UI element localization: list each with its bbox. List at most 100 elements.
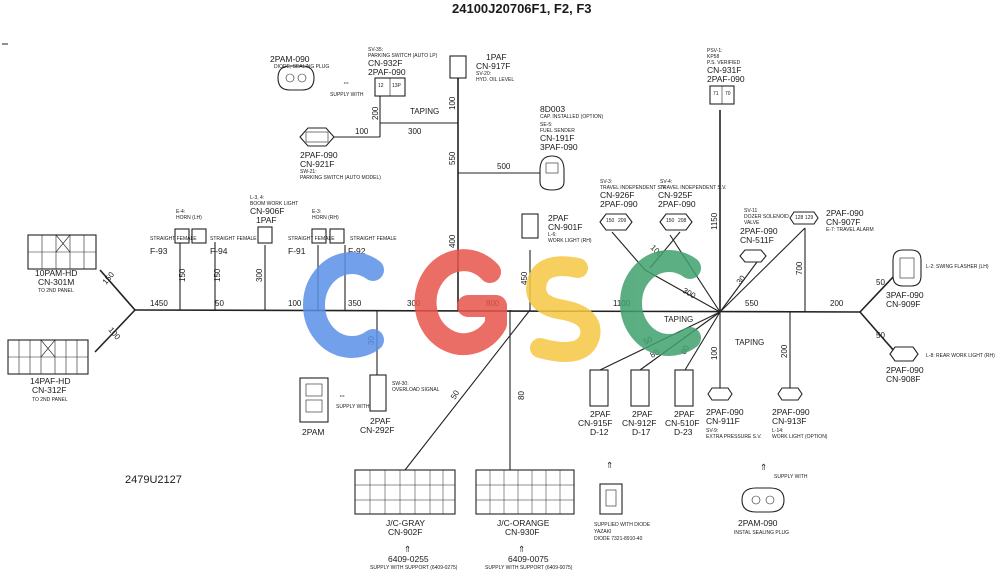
cn906f-cn: CN-906F — [250, 206, 284, 216]
cn901f-name: WORK LIGHT (RH) — [548, 238, 592, 244]
cn907f-p2: 129 — [805, 215, 814, 221]
e3-f91: F-91 — [288, 246, 306, 256]
cn301m-id: CN-301M — [38, 277, 74, 287]
cn931f-p1: 71 — [713, 91, 719, 97]
connector-2pam-090-bottom: ⇑ SUPPLY WITH 2PAM-090 INSTAL SEALING PL… — [734, 462, 808, 536]
cn925f-type: 2PAF-090 — [658, 199, 696, 209]
cn913f-name: WORK LIGHT (OPTION) — [772, 434, 828, 440]
cn312f-id: CN-312F — [32, 385, 66, 395]
len-a1450: 1450 — [150, 299, 168, 308]
double-arrow-icon-2: ⇔ — [338, 390, 347, 400]
cn911f-id: SV-9: — [706, 428, 718, 434]
cn932f-p1: 12 — [378, 83, 384, 89]
cn511f-cn: CN-511F — [740, 235, 774, 245]
cn921f-cn: CN-921F — [300, 159, 334, 169]
cn925f-p2: 208 — [678, 218, 687, 224]
len-b550: 550 — [448, 151, 457, 165]
cn917f-id: SV-20: — [476, 71, 491, 77]
cn913f-id: L-14: — [772, 428, 783, 434]
e4-f93-type: STRAIGHT FEMALE — [150, 236, 197, 242]
cn932f-p2: 13P — [392, 83, 402, 89]
len-b700: 700 — [795, 261, 804, 275]
connector-cn925f: 150 208 SV-4: TRAVEL INDEPENDENT S.V. CN… — [658, 179, 726, 231]
jc-gray-cn: CN-902F — [388, 527, 422, 537]
cn926f-type: 2PAF-090 — [600, 199, 638, 209]
cn931f-id: PSV-1: — [707, 48, 723, 54]
cn292f-type: 2PAF — [370, 416, 391, 426]
cn926f-id: SV-3: — [600, 179, 612, 185]
e3-f91-type: STRAIGHT FEMALE — [288, 236, 335, 242]
len-taping2: TAPING — [735, 338, 764, 347]
cn908f-type: 2PAF-090 — [886, 365, 924, 375]
cn917f-name: HYD. OIL LEVEL — [476, 77, 514, 83]
jc-orange-cn: CN-930F — [505, 527, 539, 537]
jc-gray-name: J/C-GRAY — [386, 518, 425, 528]
cn909f-type: 3PAF-090 — [886, 290, 924, 300]
connector-cn511f: SV-11 DOZER SOLENOID VALVE 2PAF-090 CN-5… — [739, 208, 789, 263]
cn913f-cn: CN-913F — [772, 416, 806, 426]
pam090a-type: 2PAM-090 — [270, 54, 310, 64]
connector-cn932f: 12 13P SV-35: PARKING SWITCH (AUTO LP) C… — [368, 47, 438, 97]
cn907f-type: 2PAF-090 — [826, 208, 864, 218]
connector-cn921f: 2PAF-090 CN-921F SW-21: PARKING SWITCH (… — [299, 127, 381, 181]
cn931f-type: 2PAF-090 — [707, 74, 745, 84]
pam090b-type: 2PAM-090 — [738, 518, 778, 528]
cn932f-cn: CN-932F — [368, 58, 402, 68]
e3-f92-type: STRAIGHT FEMALE — [350, 236, 397, 242]
up-arrow-icon-4: ⇑ — [760, 462, 767, 472]
cn301m-note: TO 2ND PANEL — [38, 288, 74, 294]
up-arrow-icon-2: ⇑ — [518, 544, 525, 554]
len-b80: 80 — [517, 391, 526, 400]
jc-gray-code: 6409-0255 — [388, 554, 429, 564]
cn915f-id: D-12 — [590, 427, 609, 437]
cn911f-type: 2PAF-090 — [706, 407, 744, 417]
len-a300: 300 — [407, 299, 421, 308]
cn908f-id: L-8: REAR WORK LIGHT (RH) — [926, 353, 995, 359]
len-taping3: TAPING — [664, 315, 693, 324]
cn191f-type: 3PAF-090 — [540, 142, 578, 152]
cn921f-name: PARKING SWITCH (AUTO MODEL) — [300, 175, 381, 181]
connector-cn901f: 2PAF CN-901F L-6: WORK LIGHT (RH) — [521, 213, 592, 244]
yazaki-note: SUPPLIED WITH DIODE — [594, 522, 651, 528]
cn909f-id: L-2: SWING FLASHER (LH) — [926, 264, 989, 270]
jc-orange-name: J/C-ORANGE — [497, 518, 550, 528]
len-a200: 200 — [830, 299, 844, 308]
yazaki-brand: YAZAKI — [594, 529, 611, 535]
cn931f-note: P.S. VERIFIED — [707, 60, 741, 66]
cn191f-id: SE-5: — [540, 122, 553, 128]
cn908f-cn: CN-908F — [886, 374, 920, 384]
e4-f93: F-93 — [150, 246, 168, 256]
len-b450: 450 — [520, 271, 529, 285]
e4-id: E-4: — [176, 209, 185, 215]
cn925f-cn: CN-925F — [658, 190, 692, 200]
cn191f-code: 8D003 — [540, 104, 565, 114]
cn301m-type: 10PAM-HD — [35, 268, 77, 278]
cn901f-type: 2PAF — [548, 213, 569, 223]
jc-orange-code: 6409-0075 — [508, 554, 549, 564]
cn292f-id: SW-30: — [392, 381, 409, 387]
jc-gray-supply: SUPPLY WITH SUPPORT (6409-0275) — [370, 565, 458, 571]
len-a50: 50 — [215, 299, 224, 308]
cn925f-name: TRAVEL INDEPENDENT S.V. — [660, 185, 726, 191]
connector-e3: E-3: HORN (RH) STRAIGHT FEMALE F-91 STRA… — [288, 209, 397, 256]
connector-e4: E-4: HORN (LH) STRAIGHT FEMALE F-93 STRA… — [150, 209, 257, 256]
cn926f-p1: 150 — [606, 218, 615, 224]
connector-cn908f: L-8: REAR WORK LIGHT (RH) 2PAF-090 CN-90… — [886, 346, 995, 384]
cn931f-p2: 70 — [725, 91, 731, 97]
connector-cn909f: L-2: SWING FLASHER (LH) 3PAF-090 CN-909F — [886, 249, 989, 309]
cn921f-id: SW-21: — [300, 169, 317, 175]
len-b50: 50 — [449, 388, 462, 401]
len-b150b: 150 — [213, 268, 222, 282]
cn925f-id: SV-4: — [660, 179, 672, 185]
connector-cn292f: ⇔ SW-30: OVERLOAD SIGNAL 2PAF CN-292F 2P… — [299, 374, 440, 437]
cn921f-type: 2PAF-090 — [300, 150, 338, 160]
pam090b-note: INSTAL SEALING PLUG — [734, 530, 789, 536]
connector-cn911f: 2PAF-090 CN-911F SV-9: EXTRA PRESSURE S.… — [706, 387, 762, 440]
cn191f-cn: CN-191F — [540, 133, 574, 143]
connector-cn312f: 14PAF-HD CN-312F TO 2ND PANEL — [7, 339, 89, 403]
len-b100: 100 — [448, 96, 457, 110]
cn911f-name: EXTRA PRESSURE S.V. — [706, 434, 762, 440]
len-b100h: 100 — [355, 127, 369, 136]
cn926f-cn: CN-926F — [600, 190, 634, 200]
connector-cn301m: 10PAM-HD CN-301M TO 2ND PANEL — [27, 234, 97, 294]
